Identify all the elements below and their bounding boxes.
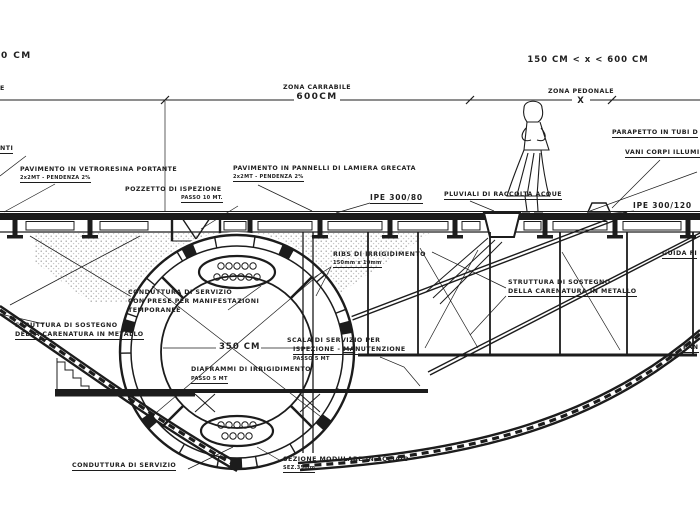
label-sezione-modulare-sub: SEZ.35mm [283,465,316,473]
label-pavimento-vetroresina: PAVIMENTO IN VETRORESINA PORTANTE [20,166,178,173]
label-scala: SCALA DI SERVIZIO PER [287,337,381,344]
left-structure [9,235,141,396]
deck-structure [0,202,700,305]
left-edge-fragment: E [0,85,5,92]
dimension-lines [0,95,700,212]
label-diaframmi-sub: PASSO 5 MT [191,376,228,384]
label-sezione-modulare: SEZIONE MODULARE IN ACCIAIO [283,456,410,463]
pedestrian-range-note: 150 CM < x < 600 CM [527,55,649,65]
right-edge-fragment: PAN [683,344,699,354]
top-left-dimension-fragment: 0 CM [1,51,32,61]
cut-label-fragment: NTI [0,145,14,155]
label-conduttura-top: CONDUTTURA DI SERVIZIO [128,289,233,296]
tube-diameter-dimension: 350 CM [219,342,261,352]
service-conduit-bottom [199,414,275,448]
zona-pedonale-dimension: X [577,96,585,106]
service-conduit-top [197,254,277,290]
label-pavimento-lamiera: PAVIMENTO IN PANNELLI DI LAMIERA GRECATA [233,165,416,172]
label-ribs: RIBS DI IRRIGIDIMENTO [333,251,426,258]
label-parapetto: PARAPETTO IN TUBI D [612,129,699,139]
label-scala-l3: PASSO 5 MT [293,356,330,362]
label-ipe-300-80: IPE 300/80 [370,193,423,204]
zona-pedonale-label: ZONA PEDONALE [547,88,615,95]
label-vani-corpi: VANI CORPI ILLUMI [625,149,700,159]
label-pavimento-lamiera-sub: 2x2MT - PENDENZA 2% [233,174,304,182]
zona-carrabile-label: ZONA CARRABILE [282,84,352,91]
deck-curb [586,202,612,213]
label-scala-l2: ISPEZIONE - MANUTENZIONE [293,346,406,356]
label-struttura-left-sub: DELLA CARENATURA IN METALLO [15,331,144,341]
label-diaframmi: DIAFRAMMI DI IRRIGIDIMENTO [191,366,311,373]
bottom-chord [55,232,428,453]
label-pozzetto-sub: PASSO 10 MT. [181,195,223,203]
label-pavimento-vetroresina-sub: 2x2MT - PENDENZA 2% [20,175,91,183]
label-guida: GUIDA FI [662,250,698,260]
label-conduttura-top-l2: CON PRESE PER MANIFESTAZIONI [128,298,260,305]
zona-carrabile-dimension: 600CM [296,92,338,102]
label-struttura-left: STRUTTURA DI SOSTEGNO [15,322,118,329]
leader-lines [0,155,698,470]
deck-beams [7,220,696,239]
label-conduttura-top-l3: TEMPORANEE [128,307,181,314]
stairs [57,361,90,394]
label-conduttura-bottom: CONDUTTURA DI SERVIZIO [72,462,177,472]
label-ipe-300-120: IPE 300/120 [633,201,692,212]
label-struttura-right-sub: DELLA CARENATURA IN METALLO [508,288,637,298]
label-ribs-sub: 150mm x 10mm [333,260,382,268]
pedestrian-figure [506,100,550,213]
label-struttura-right: STRUTTURA DI SOSTEGNO [508,279,611,286]
label-pluviali: PLUVIALI DI RACCOLTA ACQUE [444,191,563,201]
label-pozzetto: POZZETTO DI ISPEZIONE [125,186,222,193]
